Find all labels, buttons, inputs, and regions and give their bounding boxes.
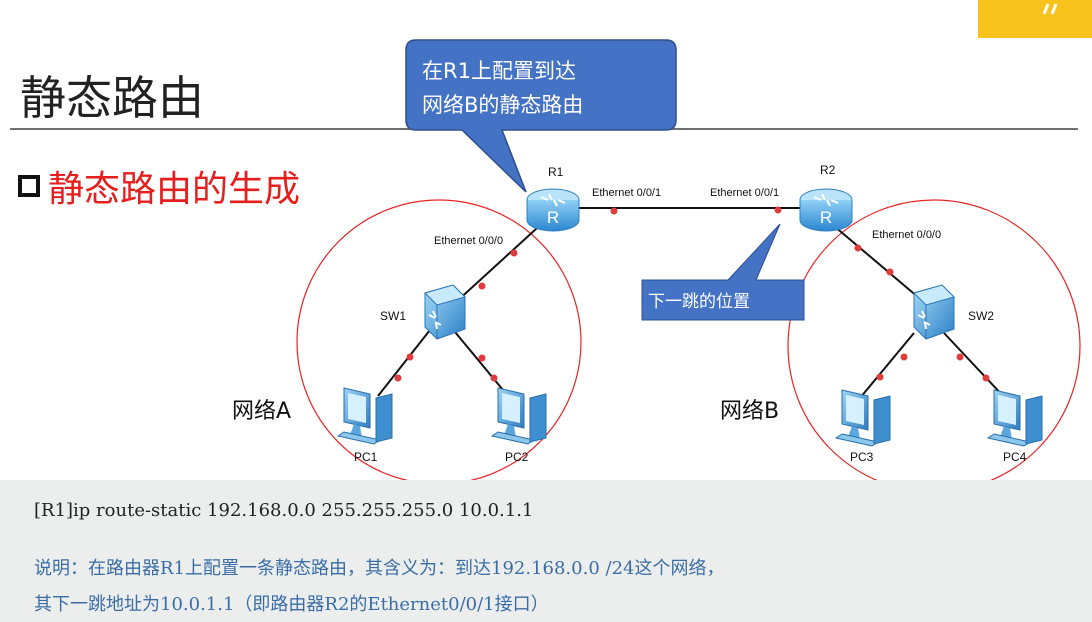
network-diagram: R bbox=[232, 39, 1081, 480]
router-r2-icon bbox=[799, 188, 853, 232]
corner-decoration bbox=[978, 0, 1092, 38]
callout-config-route-line1: 在R1上配置到达 bbox=[422, 59, 576, 83]
page-title: 静态路由 bbox=[20, 71, 204, 125]
r1-interface-right-label: Ethernet 0/0/1 bbox=[592, 187, 661, 199]
pc4-icon bbox=[987, 389, 1043, 447]
pc1-label: PC1 bbox=[354, 450, 378, 464]
code-panel bbox=[0, 480, 1092, 622]
router-r1-label: R1 bbox=[548, 165, 564, 179]
network-b-label: 网络B bbox=[720, 399, 779, 424]
network-a-boundary bbox=[296, 199, 582, 480]
corner-tab bbox=[978, 0, 1092, 38]
section-heading-text: 静态路由的生成 bbox=[48, 169, 301, 210]
pc3-label: PC3 bbox=[850, 450, 874, 464]
pc4-label: PC4 bbox=[1003, 450, 1027, 464]
switch-sw2-label: SW2 bbox=[968, 309, 994, 323]
link-dots bbox=[394, 206, 990, 382]
bullet-square-icon bbox=[18, 175, 40, 197]
r1-interface-down-label: Ethernet 0/0/0 bbox=[434, 235, 503, 247]
pc2-label: PC2 bbox=[505, 450, 529, 464]
link-sw1-pc1 bbox=[377, 329, 431, 397]
network-b-boundary bbox=[787, 199, 1081, 480]
switch-sw1-label: SW1 bbox=[380, 309, 406, 323]
network-a-label: 网络A bbox=[232, 399, 291, 424]
r2-interface-down-label: Ethernet 0/0/0 bbox=[872, 229, 941, 241]
callout-next-hop-text: 下一跳的位置 bbox=[648, 292, 750, 312]
section-heading: 静态路由的生成 bbox=[18, 160, 300, 212]
pc1-icon bbox=[337, 387, 393, 445]
link-sw2-pc3 bbox=[859, 332, 915, 399]
link-r2-sw2 bbox=[826, 219, 926, 304]
router-r1-icon bbox=[526, 188, 580, 232]
pc2-icon bbox=[491, 387, 547, 445]
command-line: [R1]ip route-static 192.168.0.0 255.255.… bbox=[34, 500, 534, 521]
callout-config-route-line2: 网络B的静态路由 bbox=[422, 93, 583, 117]
link-r1-sw1 bbox=[454, 217, 549, 304]
link-sw2-pc4 bbox=[943, 332, 1006, 399]
callout-next-hop: 下一跳的位置 bbox=[641, 223, 805, 321]
router-r2-label: R2 bbox=[820, 163, 836, 177]
pc3-icon bbox=[835, 389, 891, 447]
explanation-line-2: 其下一跳地址为10.0.1.1（即路由器R2的Ethernet0/0/1接口） bbox=[34, 594, 549, 615]
link-sw1-pc2 bbox=[454, 331, 509, 397]
callout-config-route: 在R1上配置到达 网络B的静态路由 bbox=[405, 39, 677, 193]
r2-interface-left-label: Ethernet 0/0/1 bbox=[710, 187, 779, 199]
switch-sw2-icon bbox=[913, 284, 955, 340]
switch-sw1-icon bbox=[424, 284, 466, 340]
explanation-line-1: 说明：在路由器R1上配置一条静态路由，其含义为：到达192.168.0.0 /2… bbox=[34, 558, 725, 579]
